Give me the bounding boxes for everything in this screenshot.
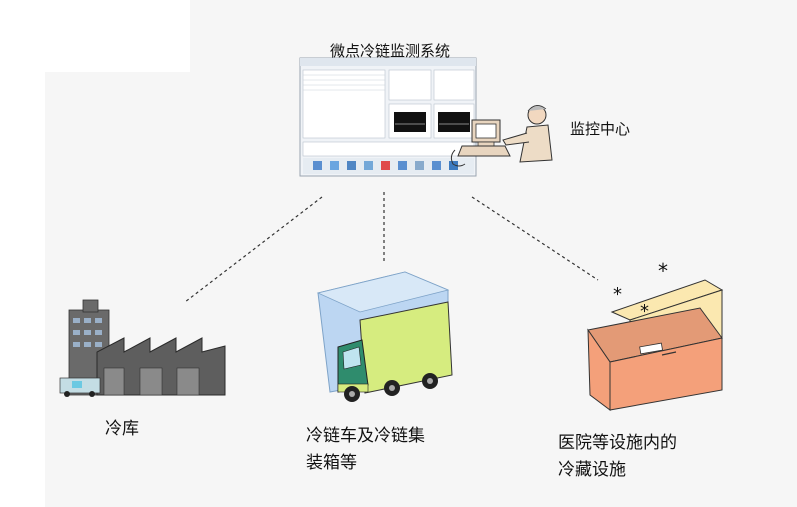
background-panel-top (190, 0, 797, 75)
system-screenshot (299, 57, 477, 177)
cold-storage-label: 冷库 (105, 419, 139, 439)
hospital-label: 医院等设施内的 冷藏设施 (558, 430, 677, 484)
svg-text:*: * (613, 284, 622, 305)
connector-left (184, 196, 323, 303)
truck-icon (316, 271, 453, 402)
system-title: 微点冷链监测系统 (330, 42, 451, 60)
svg-text:*: * (658, 259, 668, 283)
truck-label-line1: 冷链车及冷链集 (306, 426, 425, 446)
svg-text:*: * (640, 301, 649, 322)
connector-right (471, 196, 599, 281)
cold-storage-icon (59, 299, 226, 397)
hospital-label-line2: 冷藏设施 (558, 460, 626, 480)
truck-label: 冷链车及冷链集 装箱等 (306, 423, 425, 477)
freezer-icon: * * * (587, 259, 724, 411)
hospital-label-line1: 医院等设施内的 (558, 433, 677, 453)
truck-label-line2: 装箱等 (306, 453, 357, 473)
operator-icon (450, 105, 553, 167)
monitor-center-label: 监控中心 (570, 120, 631, 138)
